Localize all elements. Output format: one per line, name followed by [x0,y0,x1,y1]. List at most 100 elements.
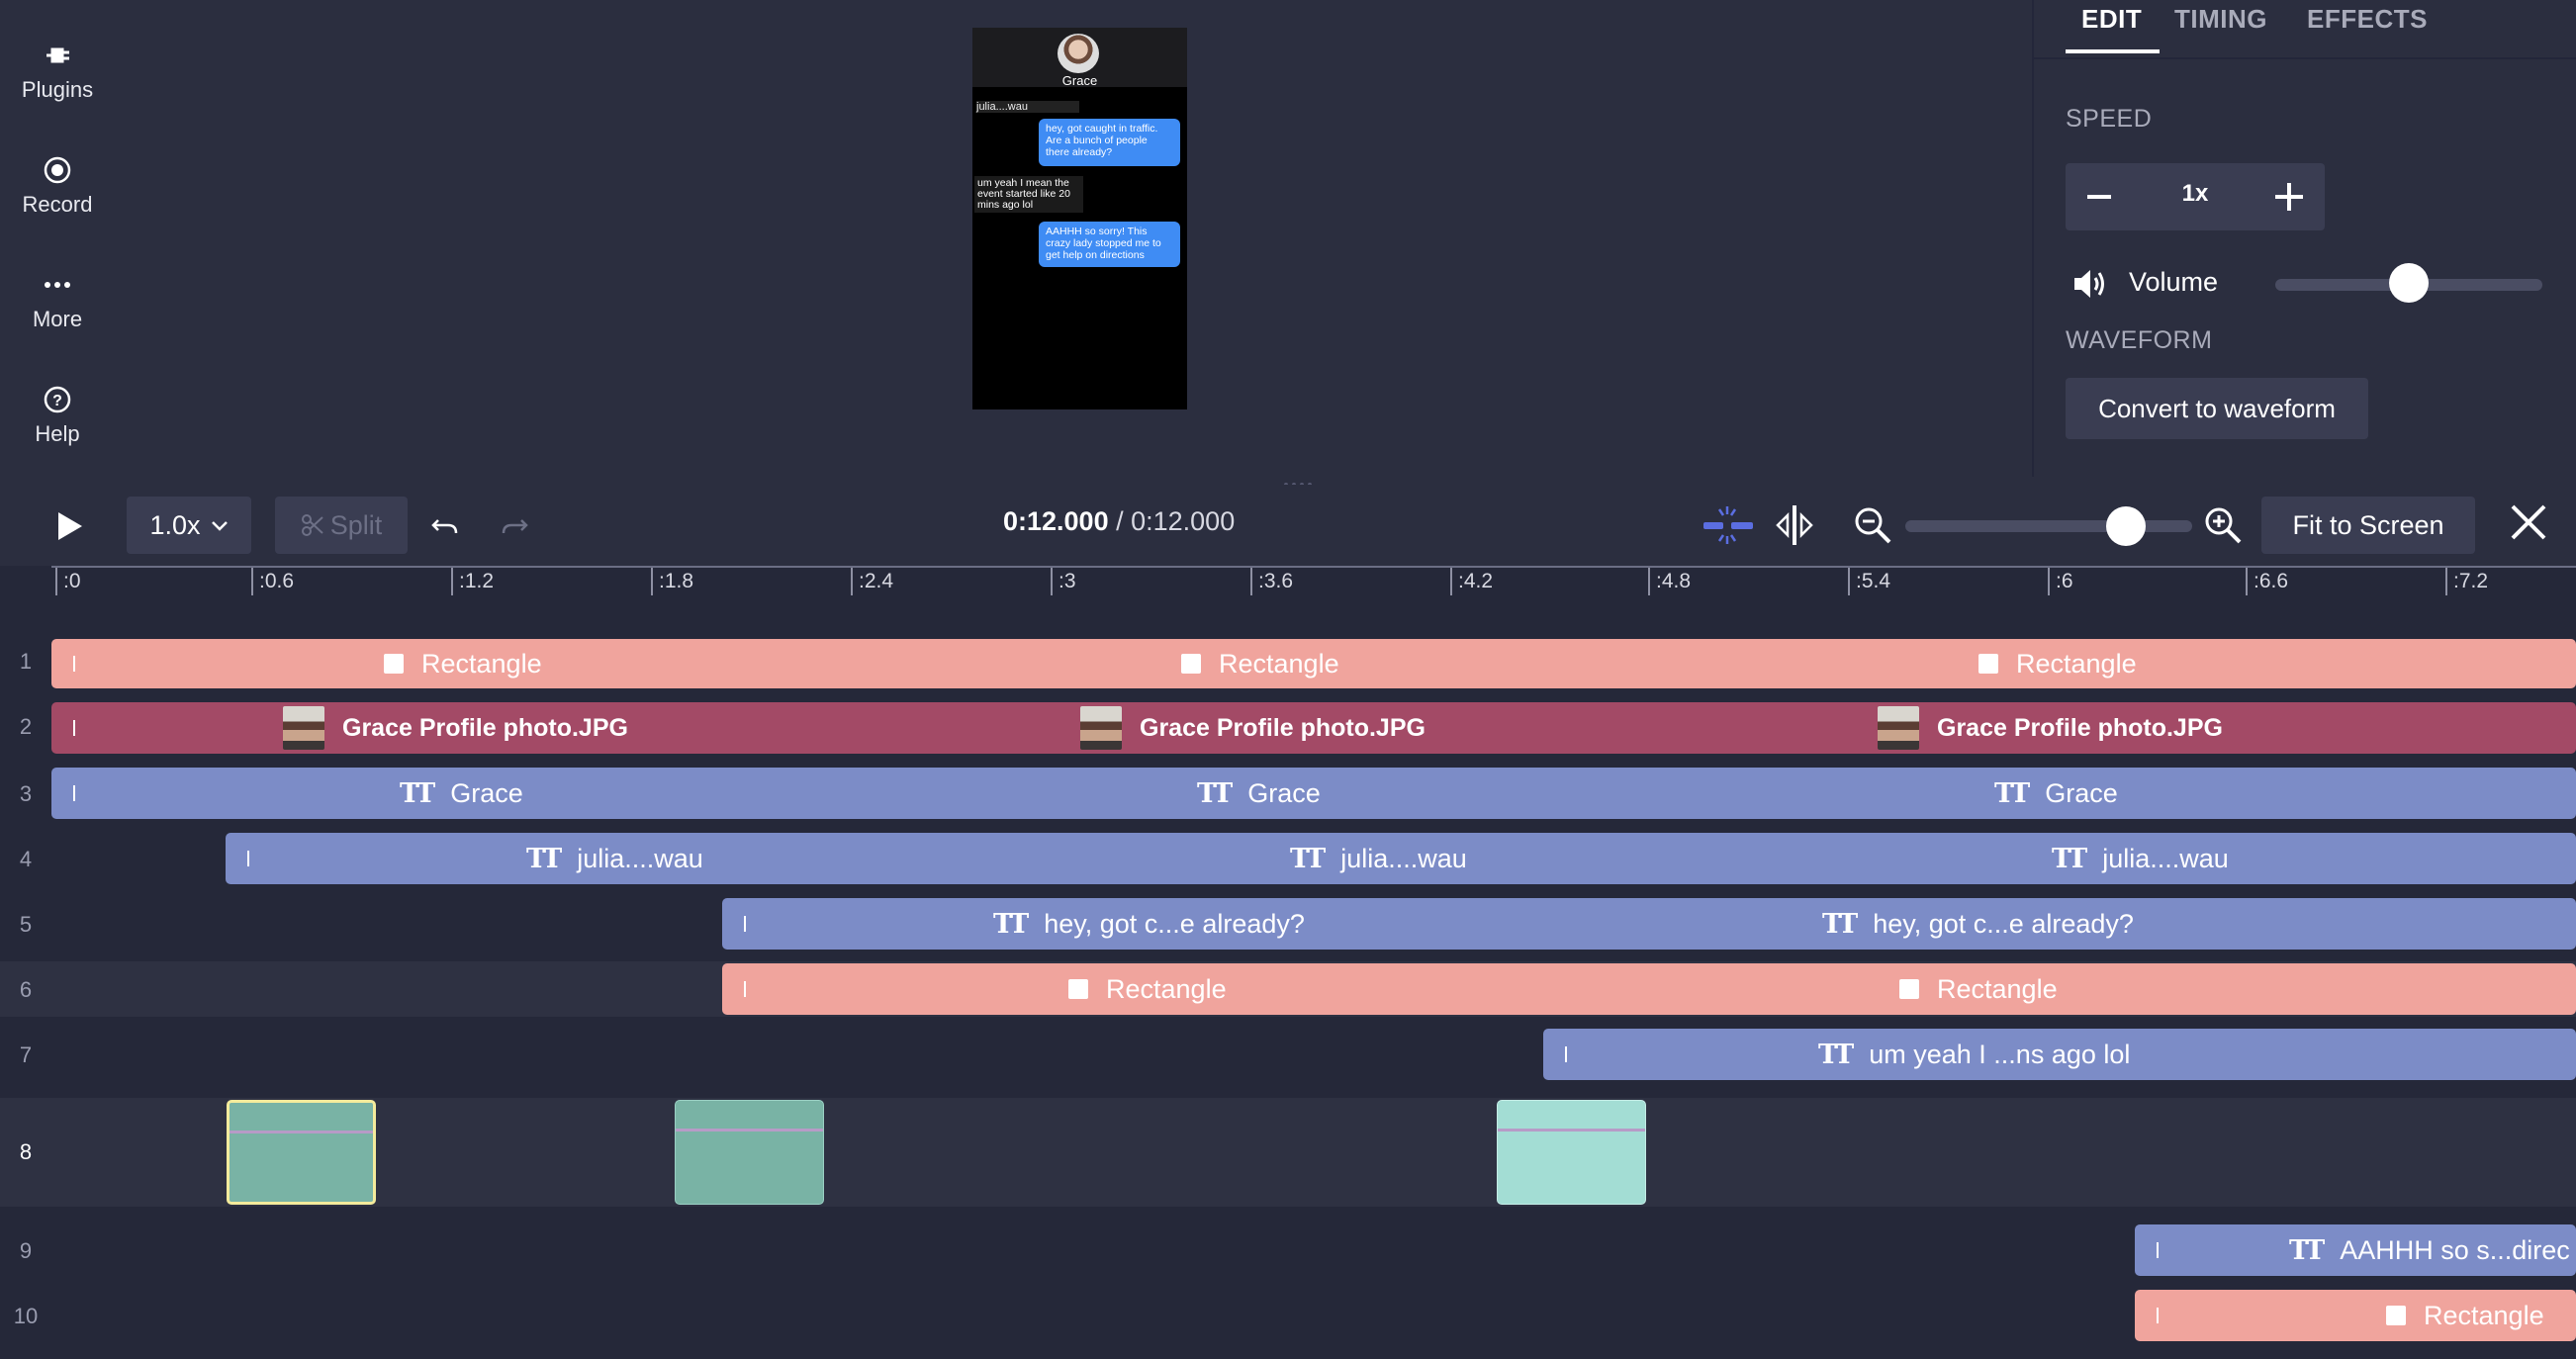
clip-trim-handle[interactable] [744,981,746,997]
rectangle-icon [1978,654,1998,674]
volume-slider-thumb[interactable] [2389,263,2429,303]
undo-button[interactable] [425,506,465,546]
canvas-preview[interactable]: Grace julia....wau hey, got caught in tr… [972,28,1187,409]
track-number: 8 [19,1139,33,1164]
convert-to-waveform-button[interactable]: Convert to waveform [2066,378,2368,439]
zoom-in-icon [2205,507,2242,544]
tab-edit[interactable]: EDIT [2081,4,2143,34]
clip-label: Rectangle [2016,648,2137,679]
track-number: 2 [19,714,33,739]
sidebar-item-more[interactable]: More [0,261,115,340]
left-sidebar: Plugins Record More ? Help [0,0,115,477]
ruler-tick: :7.2 [2445,568,2488,595]
chevron-down-icon [211,521,228,531]
track-row-highlight [0,1098,2576,1207]
more-icon [42,269,73,301]
clip-trim-handle[interactable] [73,720,75,736]
svg-text:?: ? [52,393,62,409]
fit-to-screen-button[interactable]: Fit to Screen [2261,497,2475,554]
speed-increase-button[interactable] [2261,169,2317,225]
clip-trim-handle[interactable] [744,916,746,932]
text-type-icon: TT [1818,1039,1854,1070]
sidebar-item-plugins[interactable]: Plugins [0,32,115,111]
clip-trim-handle[interactable] [247,851,249,866]
contact-name: Grace [1061,73,1098,88]
image-clip[interactable]: Grace Profile photo.JPG Grace Profile ph… [51,702,2576,754]
clip-trim-handle[interactable] [2157,1308,2159,1323]
audio-clip[interactable] [675,1100,824,1205]
split-marker-button[interactable] [1771,500,1818,550]
image-thumbnail [283,706,324,750]
audio-level-line [230,1131,373,1133]
clip-label: Rectangle [1106,973,1227,1004]
sidebar-item-label: More [32,307,83,331]
message-bubble-received: um yeah I mean the event started like 20… [974,176,1083,213]
split-marker-icon [1776,505,1813,545]
panel-resize-handle[interactable] [1281,476,1315,487]
clip-trim-handle[interactable] [2157,1242,2159,1258]
track-number: 5 [19,912,33,937]
rectangle-clip[interactable]: Rectangle [2135,1290,2576,1341]
track-number: 6 [19,977,33,1002]
audio-clip[interactable] [1497,1100,1646,1205]
zoom-out-button[interactable] [1850,502,1895,548]
clip-trim-handle[interactable] [73,656,75,672]
rectangle-clip[interactable]: Rectangle Rectangle [722,963,2576,1015]
current-time: 0:12.000 [1003,506,1109,536]
rectangle-clip[interactable]: Rectangle Rectangle Rectangle [51,639,2576,688]
play-icon [58,512,82,540]
ruler-tick: :2.4 [851,568,893,595]
clip-trim-handle[interactable] [73,785,75,801]
clip-label: Grace Profile photo.JPG [1937,713,2223,742]
clip-label: Grace [450,777,523,808]
playback-rate-dropdown[interactable]: 1.0x [127,497,251,554]
text-type-icon: TT [400,777,435,809]
rectangle-icon [1181,654,1201,674]
clip-label: julia....wau [1340,843,1467,873]
sidebar-item-label: Help [35,421,80,446]
plug-icon [42,40,73,71]
zoom-in-button[interactable] [2200,502,2246,548]
sender-label: julia....wau [976,101,1079,113]
waveform-section-title: WAVEFORM [2066,326,2213,354]
zoom-slider-track[interactable] [1905,520,2192,532]
close-icon [2511,504,2546,540]
properties-panel: EDIT TIMING EFFECTS SPEED 1x Volume WAVE… [2032,0,2576,477]
tab-timing[interactable]: TIMING [2174,4,2267,34]
sidebar-item-help[interactable]: ? Help [0,376,115,455]
close-timeline-button[interactable] [2503,497,2554,548]
zoom-slider-thumb[interactable] [2106,506,2147,546]
track-number: 9 [19,1238,33,1263]
clip-label: julia....wau [2102,843,2229,873]
ruler-tick: :6.6 [2246,568,2288,595]
audio-level-line [1498,1129,1645,1132]
help-icon: ? [42,384,73,415]
speed-decrease-button[interactable] [2071,169,2127,225]
time-ruler[interactable]: :0 :0.6 :1.2 :1.8 :2.4 :3 :3.6 :4.2 :4.8… [51,566,2576,603]
ruler-tick: :0.6 [251,568,294,595]
redo-button[interactable] [495,506,534,546]
track-number: 10 [13,1304,39,1328]
tab-effects[interactable]: EFFECTS [2307,4,2428,34]
chat-header: Grace [972,28,1187,88]
clip-label: Grace [1247,777,1321,808]
clip-label: Rectangle [421,648,542,679]
clip-trim-handle[interactable] [1565,1046,1567,1062]
ruler-tick: :6 [2048,568,2073,595]
audio-clip-selected[interactable] [227,1100,376,1205]
image-thumbnail [1878,706,1919,750]
split-button[interactable]: Split [275,497,408,554]
plus-icon [2275,183,2303,211]
snap-toggle-button[interactable] [1698,502,1759,548]
speaker-icon[interactable] [2071,267,2109,301]
sidebar-item-record[interactable]: Record [0,146,115,226]
record-icon [42,154,73,186]
ruler-tick: :3 [1051,568,1076,595]
play-button[interactable] [46,502,93,550]
split-label: Split [329,509,383,540]
